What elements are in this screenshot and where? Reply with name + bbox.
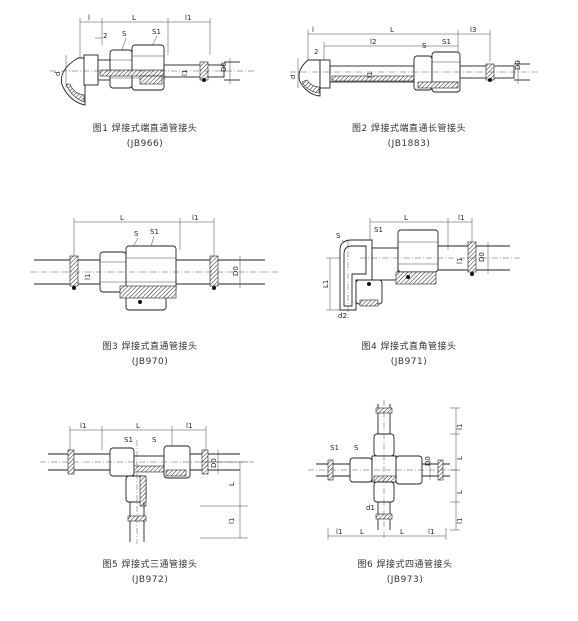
dim-label: D0 bbox=[514, 60, 522, 70]
dim-label: L bbox=[456, 456, 464, 460]
dim-label: S1 bbox=[442, 38, 451, 46]
dim-label: l1 bbox=[336, 528, 342, 536]
dim-label: d1 bbox=[366, 504, 375, 512]
dim-label: 2 bbox=[314, 48, 318, 56]
dim-label: l1 bbox=[228, 518, 236, 524]
figure-2-drawing: l L l2 l3 2 S S1 d D0 l1 bbox=[290, 26, 538, 97]
dim-label: l1 bbox=[80, 422, 86, 430]
figure-title: 图2 焊接式端直通长管接头 bbox=[351, 124, 467, 134]
figure-6-caption: 图6 焊接式四通管接头 (JB973) bbox=[295, 558, 515, 588]
dim-label: L bbox=[390, 26, 394, 34]
dim-label: S1 bbox=[150, 228, 159, 236]
dim-label: S1 bbox=[374, 226, 383, 234]
dim-label: d2 bbox=[338, 312, 347, 320]
dim-label: L bbox=[132, 14, 136, 22]
figure-5-drawing: l1 L S1 S l1 D0 L l1 bbox=[40, 422, 254, 544]
dim-label: S bbox=[422, 42, 427, 50]
dim-label: d bbox=[290, 75, 297, 79]
dim-label: l1 bbox=[186, 422, 192, 430]
dim-label: S bbox=[152, 436, 157, 444]
dim-label: L bbox=[404, 214, 408, 222]
figure-6-drawing: S1 S D0 d1 l1 L L l1 l1 L L l1 bbox=[308, 400, 464, 540]
dim-label: l2 bbox=[370, 38, 376, 46]
standard-code: (JB972) bbox=[131, 575, 169, 585]
standard-code: (JB970) bbox=[131, 357, 169, 367]
dim-label: L bbox=[400, 528, 404, 536]
dim-label: S bbox=[336, 232, 341, 240]
dim-label: L bbox=[456, 490, 464, 494]
dim-label: D0 bbox=[220, 62, 228, 72]
dim-label: D0 bbox=[424, 456, 432, 466]
standard-code: (JB971) bbox=[390, 357, 428, 367]
figure-title: 图6 焊接式四通管接头 bbox=[357, 560, 453, 570]
dim-label: l bbox=[312, 26, 314, 34]
dim-label: l bbox=[88, 14, 90, 22]
dim-label: S bbox=[134, 230, 139, 238]
dim-label: S1 bbox=[152, 28, 161, 36]
figure-4-drawing: S S1 L l1 L1 D0 d2 l1 bbox=[322, 214, 520, 320]
standard-code: (JB1883) bbox=[387, 139, 431, 149]
figure-4-caption: 图4 焊接式直角管接头 (JB971) bbox=[299, 340, 519, 370]
dim-label: l1 bbox=[456, 258, 464, 264]
dim-label: L bbox=[228, 482, 236, 486]
dim-label: S1 bbox=[330, 444, 339, 452]
dim-label: l1 bbox=[456, 424, 464, 430]
dim-label: D0 bbox=[478, 252, 486, 262]
figure-title: 图1 焊接式端直通管接头 bbox=[92, 124, 198, 134]
figure-3-drawing: L l1 S S1 D0 l1 bbox=[30, 214, 280, 311]
dim-label: l1 bbox=[428, 528, 434, 536]
dim-label: l1 bbox=[456, 518, 464, 524]
dim-label: D0 bbox=[210, 458, 218, 468]
figure-1-drawing: l L l1 2 S S1 d D0 l1 bbox=[50, 14, 255, 106]
figure-title: 图4 焊接式直角管接头 bbox=[361, 342, 457, 352]
dim-label: d bbox=[54, 72, 62, 76]
dim-label: L bbox=[120, 214, 124, 222]
figure-title: 图3 焊接式直通管接头 bbox=[102, 342, 198, 352]
dim-label: S1 bbox=[124, 436, 133, 444]
standard-code: (JB973) bbox=[386, 575, 424, 585]
dim-label: L bbox=[136, 422, 140, 430]
dim-label: 2 bbox=[103, 32, 107, 40]
figure-3-caption: 图3 焊接式直通管接头 (JB970) bbox=[40, 340, 260, 370]
dim-label: l1 bbox=[185, 14, 191, 22]
figure-title: 图5 焊接式三通管接头 bbox=[102, 560, 198, 570]
dim-label: L1 bbox=[322, 280, 330, 288]
dim-label: S bbox=[354, 444, 359, 452]
dim-label: D0 bbox=[232, 266, 240, 276]
dim-label: l1 bbox=[84, 274, 92, 280]
figure-1-caption: 图1 焊接式端直通管接头 (JB966) bbox=[35, 122, 255, 152]
dim-label: l3 bbox=[470, 26, 476, 34]
figure-5-caption: 图5 焊接式三通管接头 (JB972) bbox=[40, 558, 260, 588]
dim-label: S bbox=[122, 30, 127, 38]
dim-label: L bbox=[360, 528, 364, 536]
dim-label: l1 bbox=[192, 214, 198, 222]
dim-label: l1 bbox=[366, 72, 374, 78]
dim-label: l1 bbox=[181, 70, 189, 76]
dim-label: l1 bbox=[458, 214, 464, 222]
standard-code: (JB966) bbox=[126, 139, 164, 149]
figure-2-caption: 图2 焊接式端直通长管接头 (JB1883) bbox=[299, 122, 519, 152]
